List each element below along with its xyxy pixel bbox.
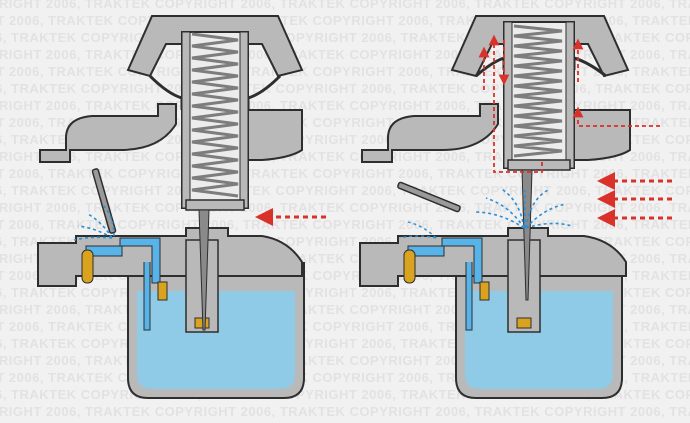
pilot-jet-right	[403, 249, 416, 284]
idle-jet-left	[157, 281, 168, 301]
pilot-jet-left	[81, 249, 94, 284]
idle-tube-right	[465, 262, 473, 331]
spring-left	[191, 32, 239, 198]
piston-base-left	[185, 199, 245, 211]
needle-jet-right	[516, 317, 532, 329]
piston-wall-right	[503, 21, 513, 169]
pilot-spray-right	[399, 221, 437, 239]
vacuum-flow-arrows-right	[478, 34, 660, 173]
piston-wall-right-right	[565, 21, 575, 169]
intake-upper-right	[361, 103, 499, 163]
fuel-passage-right	[441, 237, 483, 284]
carb-body-left	[37, 227, 303, 287]
piston-wall-left	[181, 31, 191, 209]
main-jet-spray-right	[473, 187, 573, 229]
spring-right	[513, 24, 563, 158]
fuel-passage-left	[119, 237, 161, 284]
pilot-spray-left	[73, 205, 115, 241]
idle-tube-left	[143, 262, 151, 331]
intake-right-left	[243, 109, 303, 161]
needle-jet-left	[194, 317, 210, 329]
carburetor-left-throttle-closed	[37, 15, 326, 399]
piston-base-right	[507, 159, 571, 171]
intake-right-right	[565, 109, 631, 161]
needle-jet-tube-right	[507, 239, 541, 333]
piston-wall-right-left	[239, 31, 249, 209]
idle-jet-right	[479, 281, 490, 301]
carb-body-right	[359, 227, 627, 287]
throttle-plate-right	[397, 181, 461, 213]
jet-needle-left	[198, 209, 210, 331]
fuel-level-right	[465, 291, 613, 389]
carburetor-right-throttle-open	[359, 15, 672, 399]
intake-upper-left	[39, 103, 177, 163]
fuel-level-left	[137, 291, 295, 389]
